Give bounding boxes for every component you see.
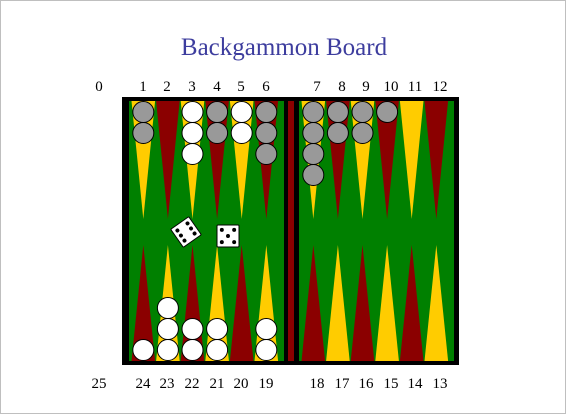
gray-checker <box>256 102 277 123</box>
gray-checker <box>207 102 228 123</box>
white-checker <box>182 319 203 340</box>
white-checker <box>182 102 203 123</box>
white-checker <box>256 319 277 340</box>
point-number-top: 11 <box>408 79 422 95</box>
point-number-top: 10 <box>384 79 399 95</box>
point-number-bottom: 19 <box>259 376 274 392</box>
die-five-icon <box>217 225 239 247</box>
gray-checker <box>377 102 398 123</box>
point-number-top: 1 <box>139 79 147 95</box>
gray-checker <box>303 144 324 165</box>
point-number-bottom: 14 <box>408 376 424 392</box>
gray-checker <box>303 123 324 144</box>
white-checker <box>182 123 203 144</box>
point-number-top: 12 <box>433 79 448 95</box>
point-number-top: 9 <box>362 79 370 95</box>
gray-checker <box>303 102 324 123</box>
white-checker <box>182 144 203 165</box>
point-number-bottom: 23 <box>160 376 175 392</box>
point-number-bottom: 25 <box>92 376 107 392</box>
gray-checker <box>256 123 277 144</box>
point-number-bottom: 18 <box>310 376 325 392</box>
center-bar-stripe <box>288 101 294 361</box>
gray-checker <box>352 123 373 144</box>
point-number-top: 6 <box>262 79 270 95</box>
die-pip <box>226 234 230 238</box>
die-pip <box>220 228 224 232</box>
point-numbers-bottom: 25 24 23 22 21 20 19 18 17 16 15 14 13 <box>92 376 448 392</box>
point-number-bottom: 15 <box>384 376 399 392</box>
white-checker <box>157 319 178 340</box>
point-number-bottom: 22 <box>185 376 200 392</box>
white-checker <box>157 298 178 319</box>
white-checker <box>231 102 252 123</box>
gray-checker <box>327 123 348 144</box>
point-number-top: 3 <box>188 79 196 95</box>
die-pip <box>232 228 236 232</box>
board <box>122 97 459 365</box>
point-number-top: 2 <box>163 79 171 95</box>
white-checker <box>182 340 203 361</box>
point-number-bottom: 21 <box>210 376 225 392</box>
point-number-bottom: 20 <box>234 376 249 392</box>
white-checker <box>256 340 277 361</box>
point-number-bottom: 17 <box>335 376 351 392</box>
white-checker <box>207 340 228 361</box>
gray-checker <box>327 102 348 123</box>
point-number-bottom: 24 <box>136 376 152 392</box>
die-pip <box>232 240 236 244</box>
point-number-bottom: 13 <box>433 376 448 392</box>
gray-checker <box>133 123 154 144</box>
point-number-top: 4 <box>213 79 221 95</box>
point-number-bottom: 16 <box>359 376 375 392</box>
point-number-top: 7 <box>313 79 321 95</box>
gray-checker <box>133 102 154 123</box>
gray-checker <box>207 123 228 144</box>
white-checker <box>231 123 252 144</box>
gray-checker <box>303 165 324 186</box>
point-number-top: 0 <box>95 79 103 95</box>
point-number-top: 5 <box>237 79 245 95</box>
die-pip <box>220 240 224 244</box>
gray-checker <box>256 144 277 165</box>
white-checker <box>133 340 154 361</box>
white-checker <box>157 340 178 361</box>
point-number-top: 8 <box>338 79 346 95</box>
gray-checker <box>352 102 373 123</box>
white-checker <box>207 319 228 340</box>
